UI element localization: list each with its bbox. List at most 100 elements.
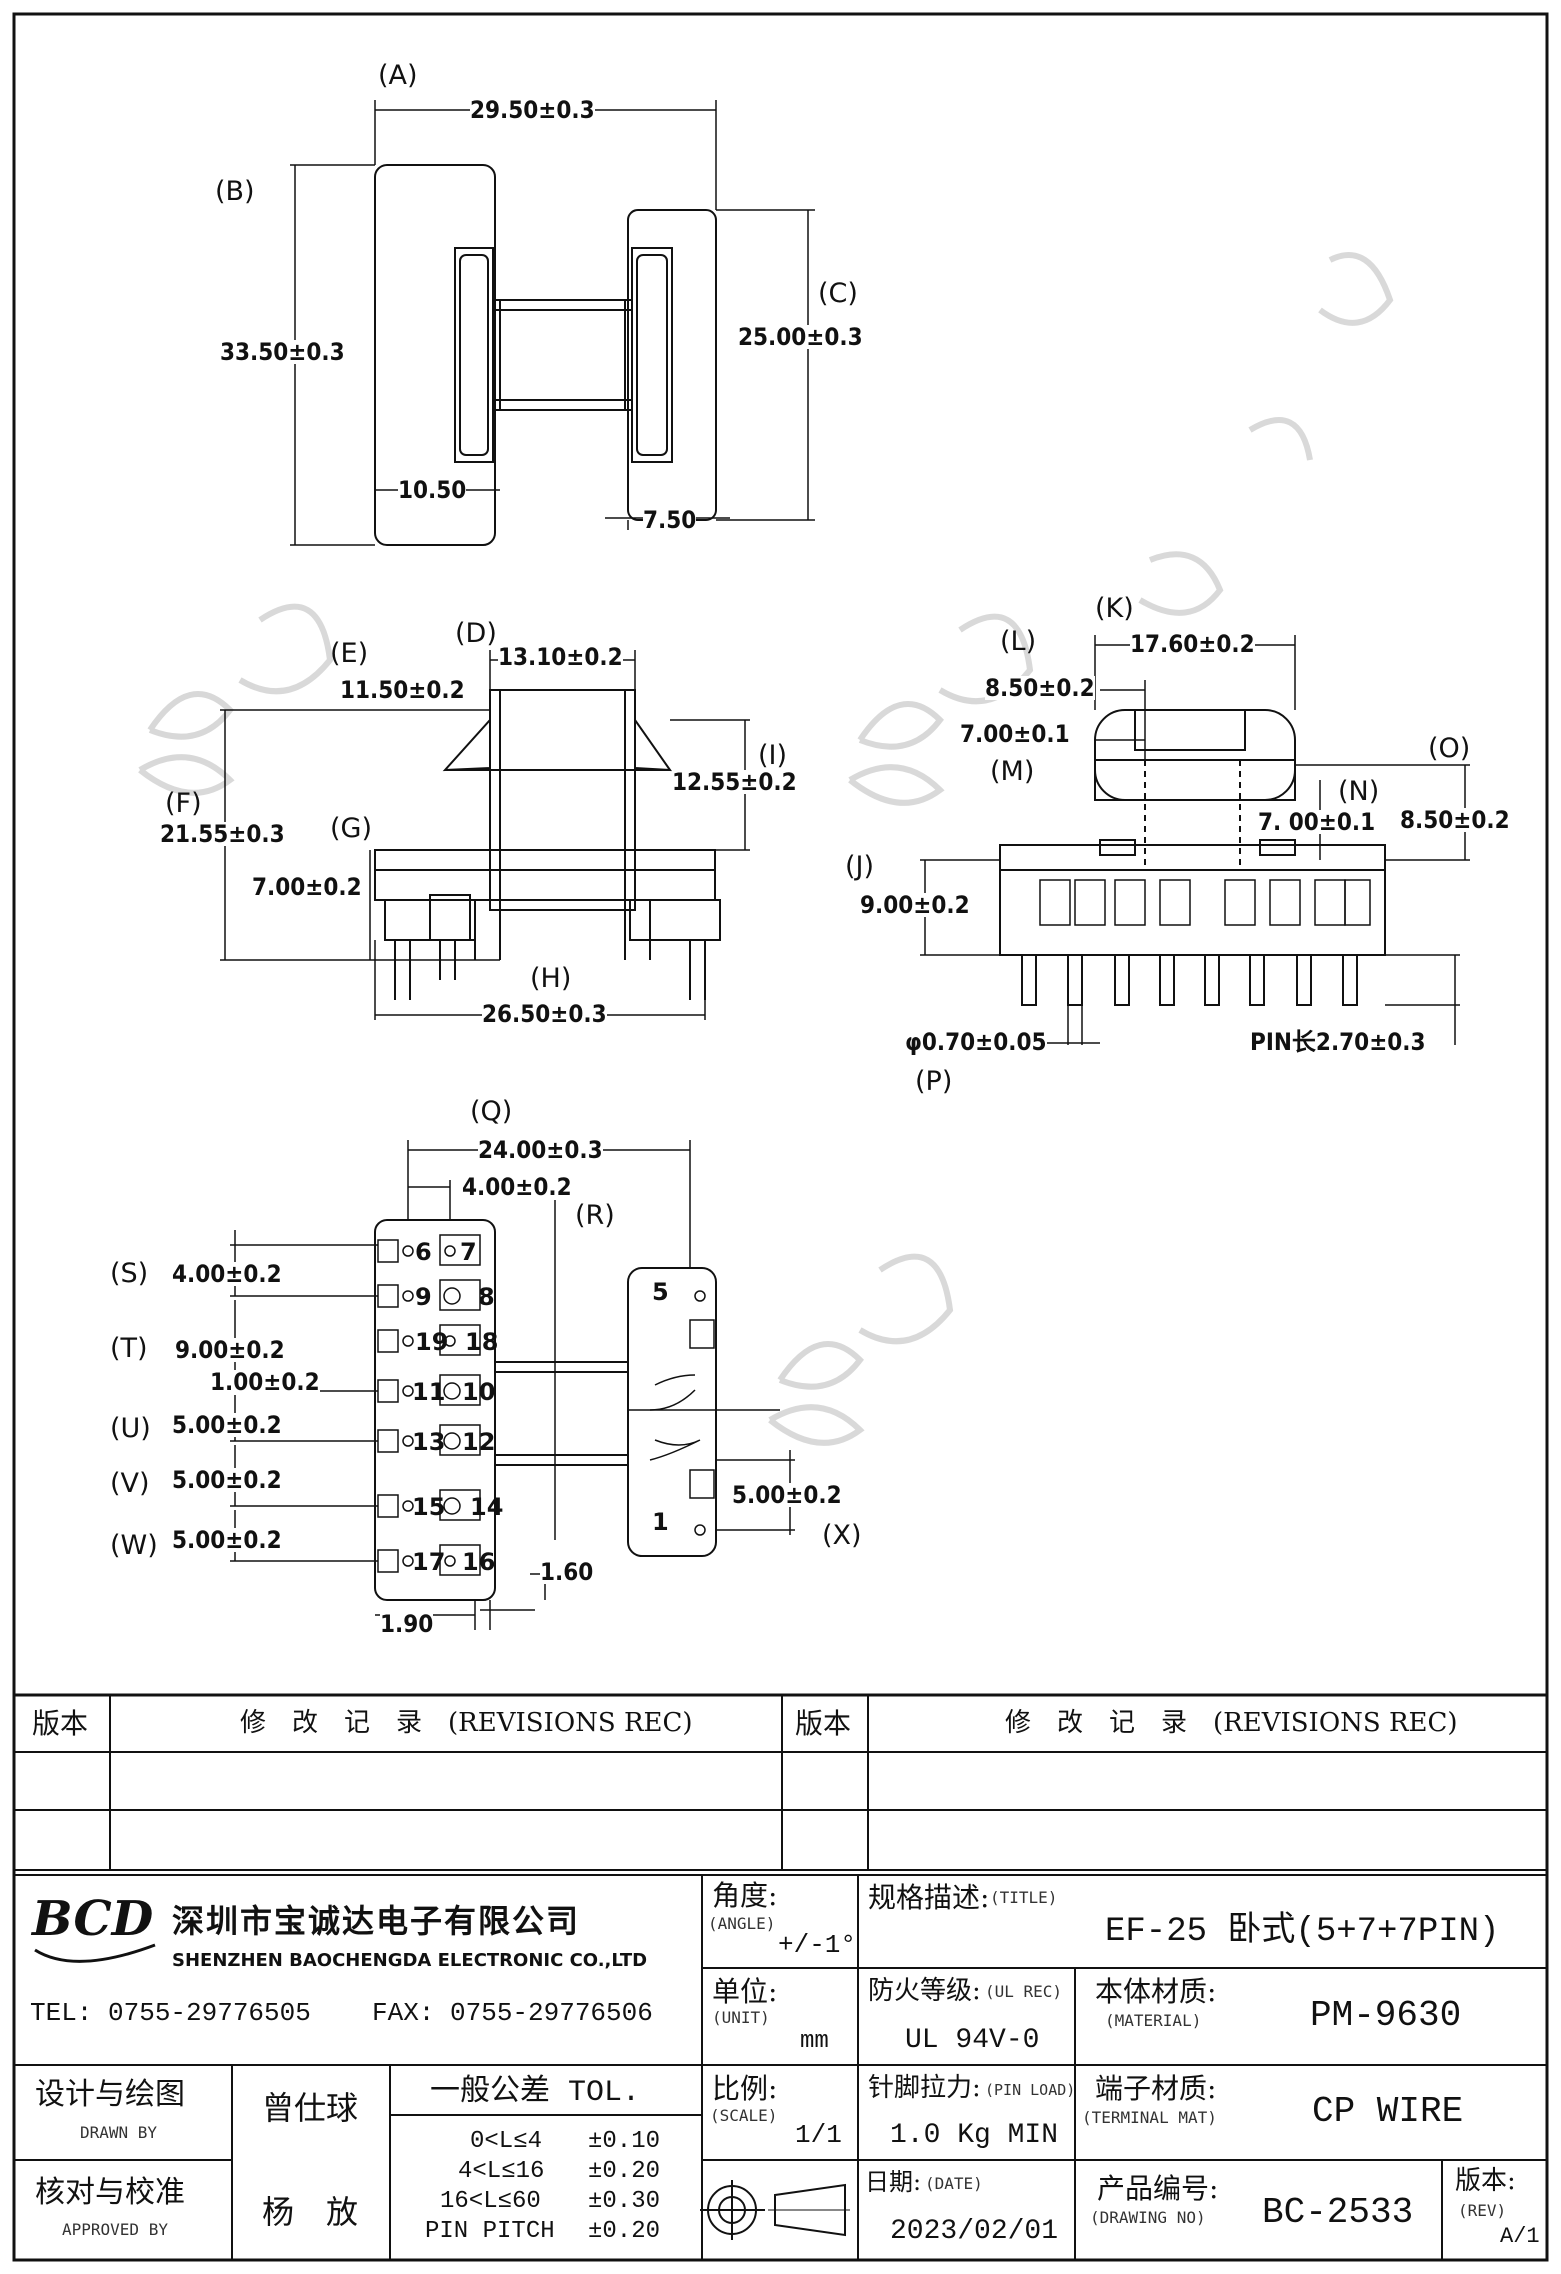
dim-r: 4.00±0.2 (462, 1173, 572, 1201)
dim-1-90: 1.90 (380, 1610, 434, 1638)
angle-en: (ANGLE) (708, 1914, 776, 1933)
dim-u: 5.00±0.2 (172, 1411, 282, 1439)
pin-number: 10 (462, 1378, 496, 1406)
dim-pin-length: PIN长2.70±0.3 (1250, 1028, 1426, 1056)
revision-record-header: 修 改 记 录 (REVISIONS REC) (240, 1708, 693, 1738)
dim-e: 11.50±0.2 (340, 676, 465, 704)
title-label: 规格描述: (868, 1881, 990, 1914)
company-name-en: SHENZHEN BAOCHENGDA ELECTRONIC CO.,LTD (172, 1950, 648, 1971)
dim-1-60: 1.60 (540, 1558, 594, 1586)
pin-number: 19 (415, 1328, 449, 1356)
pin-number: 6 (415, 1238, 432, 1266)
dim-j: 9.00±0.2 (860, 891, 970, 919)
label-o: (O) (1428, 733, 1471, 764)
pin-number: 1 (652, 1508, 669, 1536)
terminal-en: (TERMINAL MAT) (1082, 2108, 1217, 2127)
material-label: 本体材质: (1095, 1975, 1217, 2008)
drawing-no-en: (DRAWING NO) (1090, 2208, 1206, 2227)
tolerance-range: 16<L≤60 (440, 2188, 541, 2215)
pin-number: 18 (465, 1328, 499, 1356)
pin-number: 15 (412, 1493, 446, 1521)
pin-number: 17 (412, 1548, 446, 1576)
pin-number: 11 (412, 1378, 446, 1406)
scale-en: (SCALE) (710, 2106, 778, 2125)
scale-label: 比例: (712, 2072, 778, 2105)
dim-b: 33.50±0.3 (220, 338, 345, 366)
pin-load-value: 1.0 Kg MIN (890, 2120, 1059, 2151)
ul-en: (UL REC) (985, 1982, 1063, 2001)
title-value: EF-25 卧式(5+7+7PIN) (1105, 1913, 1500, 1951)
dim-w: 5.00±0.2 (172, 1526, 282, 1554)
unit-value: mm (800, 2028, 829, 2055)
dim-s: 4.00±0.2 (172, 1260, 282, 1288)
dim-d: 13.10±0.2 (498, 643, 623, 671)
label-r: (R) (575, 1200, 615, 1231)
drawn-by-en: DRAWN BY (80, 2123, 158, 2142)
tolerance-value: ±0.20 (588, 2218, 661, 2245)
dim-a: 29.50±0.3 (470, 96, 595, 124)
dim-i: 12.55±0.2 (672, 768, 797, 796)
drawing-no-label: 产品编号: (1097, 2172, 1219, 2205)
dim-10-50: 10.50 (398, 476, 467, 504)
dim-o: 8.50±0.2 (1400, 806, 1510, 834)
company-name-cn: 深圳市宝诚达电子有限公司 (172, 1902, 581, 1940)
dim-t: 9.00±0.2 (175, 1336, 285, 1364)
label-x: (X) (822, 1520, 862, 1551)
label-q: (Q) (470, 1096, 513, 1127)
dim-h: 26.50±0.3 (482, 1000, 607, 1028)
revision-record-header-2: 修 改 记 录 (REVISIONS REC) (1005, 1708, 1458, 1738)
label-i: (I) (758, 740, 788, 771)
rev-en: (REV) (1458, 2201, 1507, 2220)
dim-q: 24.00±0.3 (478, 1136, 603, 1164)
approved-by-en: APPROVED BY (62, 2220, 168, 2239)
pin-load-label: 针脚拉力: (868, 2073, 981, 2103)
material-value: PM-9630 (1310, 1995, 1462, 2036)
revision-version-header-2: 版本 (795, 1707, 852, 1740)
dim-l: 8.50±0.2 (985, 674, 1095, 702)
pin-number: 12 (462, 1428, 496, 1456)
rev-label: 版本: (1455, 2166, 1516, 2196)
label-m: (M) (990, 756, 1035, 787)
label-s: (S) (110, 1258, 149, 1289)
label-w: (W) (110, 1530, 158, 1561)
dim-v: 5.00±0.2 (172, 1466, 282, 1494)
label-b: (B) (215, 176, 255, 207)
label-e: (E) (330, 638, 369, 669)
label-h: (H) (530, 963, 572, 994)
title-en: (TITLE) (990, 1888, 1058, 1907)
dim-n: 7. 00±0.1 (1258, 808, 1376, 836)
pin-number: 16 (462, 1548, 496, 1576)
revision-version-header: 版本 (32, 1707, 89, 1740)
pin-number: 5 (652, 1278, 669, 1306)
label-v: (V) (110, 1468, 150, 1499)
dim-x: 5.00±0.2 (732, 1481, 842, 1509)
unit-label: 单位: (712, 1975, 778, 2008)
label-p: (P) (915, 1066, 953, 1097)
pin-number: 9 (415, 1283, 432, 1311)
watermark (138, 252, 1394, 1446)
tolerance-value: ±0.20 (588, 2158, 661, 2185)
label-c: (C) (818, 278, 858, 309)
ul-value: UL 94V-0 (905, 2025, 1040, 2056)
terminal-value: CP WIRE (1312, 2091, 1464, 2132)
terminal-label: 端子材质: (1095, 2072, 1217, 2105)
angle-value: +/-1° (778, 1930, 857, 1960)
date-en: (DATE) (925, 2174, 983, 2193)
dim-g: 7.00±0.2 (252, 873, 362, 901)
dim-f: 21.55±0.3 (160, 820, 285, 848)
tolerance-range: PIN PITCH (425, 2218, 555, 2245)
ul-label: 防火等级: (868, 1976, 981, 2006)
tolerance-value: ±0.30 (588, 2188, 661, 2215)
dim-7-50: 7.50 (643, 506, 697, 534)
dim-1-00: 1.00±0.2 (210, 1368, 320, 1396)
pin-load-en: (PIN LOAD) (985, 2081, 1076, 2099)
tolerance-range: 0<L≤4 (470, 2128, 543, 2155)
label-k: (K) (1095, 593, 1134, 624)
pin-number: 14 (470, 1493, 504, 1521)
pin-number: 8 (478, 1283, 495, 1311)
dim-m: 7.00±0.1 (960, 720, 1070, 748)
label-g: (G) (330, 813, 372, 844)
drawn-by-value: 曾仕球 (262, 2089, 359, 2127)
rev-value: A/1 (1500, 2224, 1540, 2249)
